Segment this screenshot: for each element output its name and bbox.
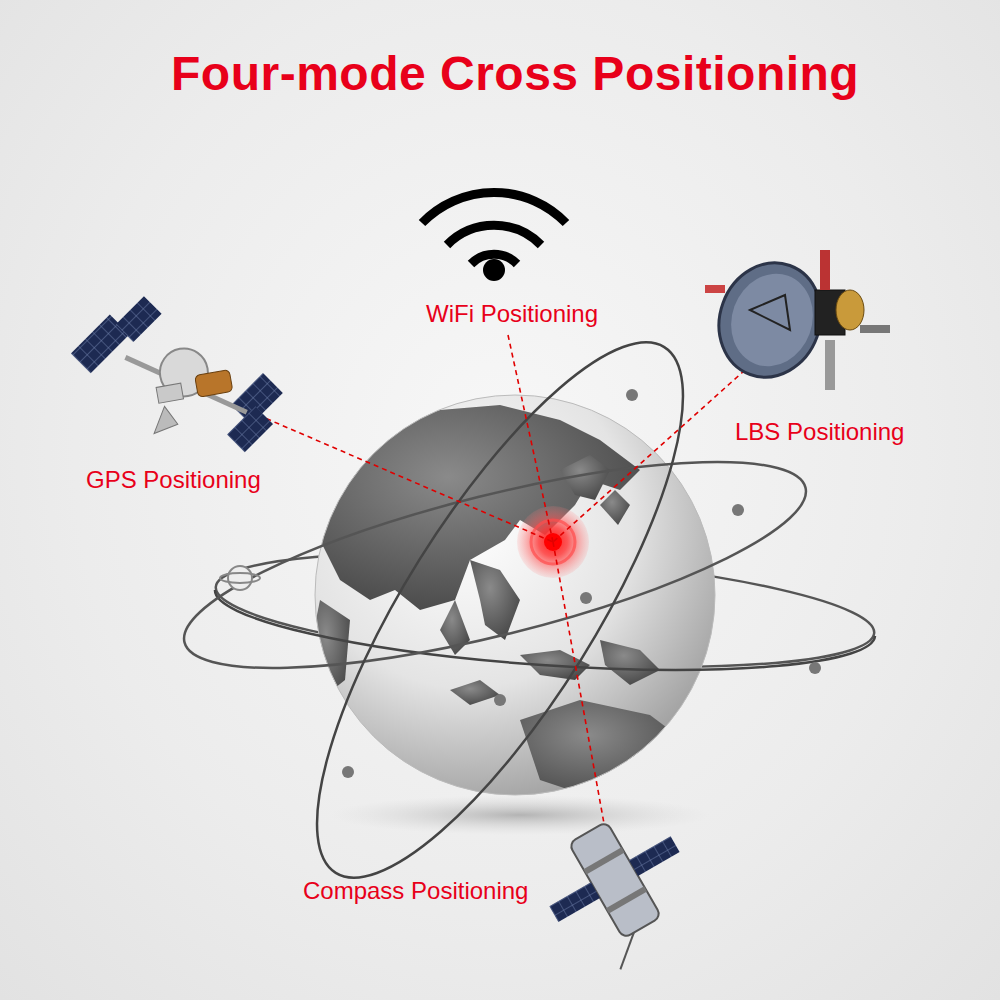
positioning-label: GPS Positioning [86,466,261,494]
diagram-title: Four-mode Cross Positioning [171,46,859,101]
positioning-label: Compass Positioning [303,877,528,905]
positioning-label: WiFi Positioning [426,300,598,328]
positioning-label: LBS Positioning [735,418,904,446]
